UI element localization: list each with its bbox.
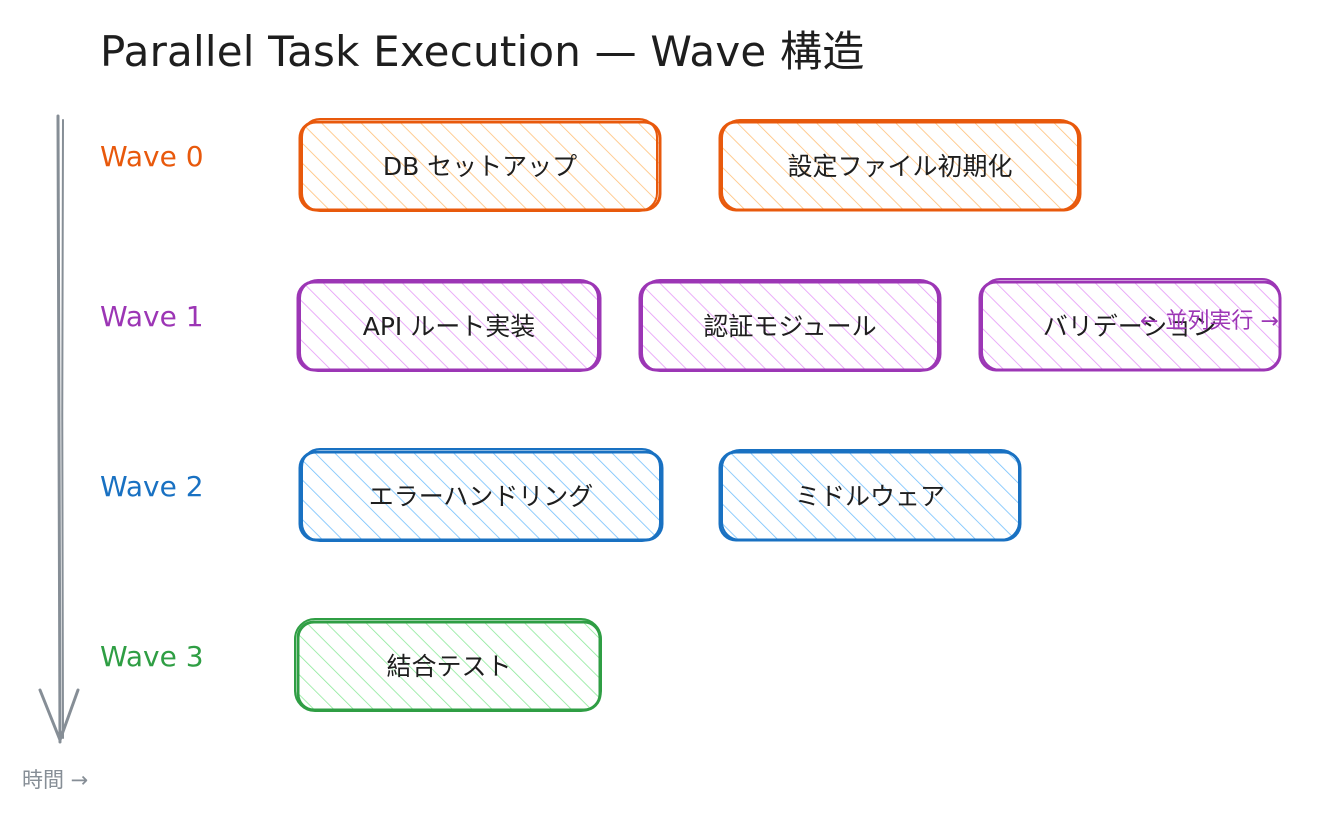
wave-2-label: Wave 2: [100, 470, 204, 503]
wave-0-box-0: [298, 118, 662, 212]
wave-2-box-0: [298, 448, 664, 542]
page-title: Parallel Task Execution — Wave 構造: [100, 27, 865, 76]
task-db-setup: DB セットアップ: [382, 152, 578, 181]
wave-1-box-2: [978, 278, 1282, 372]
wave-3-box-0: [294, 618, 602, 712]
wave-1-box-1: [638, 279, 942, 372]
task-middleware: ミドルウェア: [794, 482, 945, 511]
task-integration-test: 結合テスト: [386, 652, 512, 681]
task-api-routes: API ルート実装: [362, 312, 536, 341]
wave-0-label: Wave 0: [100, 140, 204, 173]
time-axis-label: 時間 →: [22, 768, 89, 792]
wave-3-label: Wave 3: [100, 640, 204, 673]
time-axis: [38, 114, 80, 744]
wave-2-box-1: [718, 449, 1022, 542]
task-auth-module: 認証モジュール: [703, 312, 877, 341]
parallel-execution-label: ← 並列実行 →: [1140, 309, 1279, 334]
wave-1-label: Wave 1: [100, 300, 204, 333]
wave-1-box-0: [296, 279, 602, 372]
task-error-handling: エラーハンドリング: [368, 482, 594, 511]
task-validation: バリデーション: [1042, 312, 1218, 341]
task-config-init: 設定ファイル初期化: [787, 152, 1013, 181]
wave-0-box-1: [718, 119, 1082, 212]
